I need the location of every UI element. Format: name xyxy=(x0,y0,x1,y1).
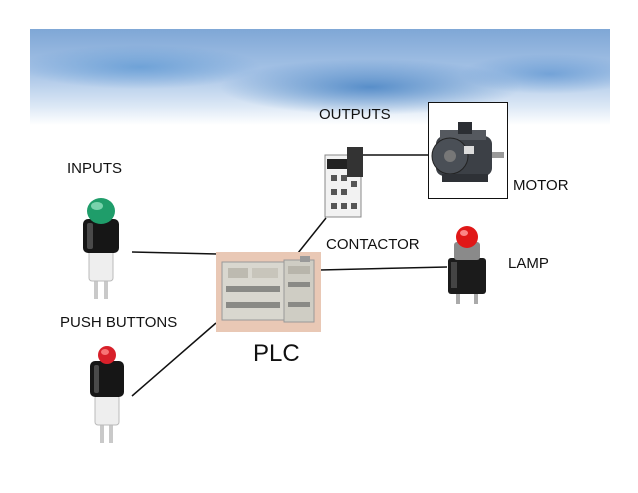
motor-label: MOTOR xyxy=(513,177,569,194)
push-buttons-label: PUSH BUTTONS xyxy=(60,314,178,331)
wire-green-button-to-plc xyxy=(131,251,218,255)
plc-label: PLC xyxy=(253,340,300,367)
wire-plc-to-contactor xyxy=(297,217,327,254)
inputs-label: INPUTS xyxy=(67,160,123,177)
lamp-icon xyxy=(448,226,486,304)
lamp-label: LAMP xyxy=(508,255,549,272)
wire-plc-to-lamp xyxy=(319,266,448,271)
red-push-button-icon xyxy=(90,346,124,443)
motor-icon xyxy=(428,102,508,199)
contactor-icon xyxy=(324,147,363,218)
wire-red-button-to-plc xyxy=(131,322,217,397)
green-push-button-icon xyxy=(83,198,119,299)
outputs-label: OUTPUTS xyxy=(319,106,391,123)
header-banner xyxy=(30,29,610,125)
plc-icon xyxy=(216,252,321,332)
contactor-label: CONTACTOR xyxy=(326,236,420,253)
